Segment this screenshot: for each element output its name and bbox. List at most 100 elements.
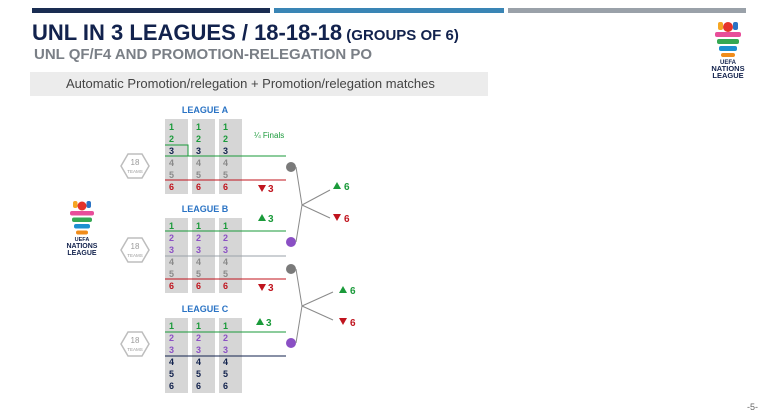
group-column [165,318,188,393]
logo-text-uefa: UEFA [75,237,90,243]
playoff-node-dot [286,338,296,348]
team-count-label: TEAMS [127,253,143,258]
rank-number: 6 [169,281,174,291]
promotion-count: 3 [266,318,272,329]
promotion-arrow-icon [256,318,264,325]
rank-number: 5 [223,269,228,279]
group-column [192,318,215,393]
rank-number: 4 [223,357,228,367]
logo-text-nations: NATIONS [67,243,98,250]
quarter-final-bracket [165,144,189,156]
logo-text-uefa: UEFA [720,60,737,66]
team-count-label: TEAMS [127,347,143,352]
rank-number: 5 [196,369,201,379]
info-banner-text: Automatic Promotion/relegation + Promoti… [66,76,435,91]
rank-number: 2 [169,333,174,343]
rank-number: 6 [169,182,174,192]
rank-number: 2 [196,233,201,243]
playoff-node-dot [286,237,296,247]
rank-number: 1 [223,221,228,231]
quarter-finals-label: ¼ Finals [254,131,284,140]
rank-number: 6 [223,381,228,391]
rank-number: 6 [223,182,228,192]
logo-text-league: LEAGUE [712,71,743,80]
rank-number: 5 [169,170,174,180]
rank-number: 4 [223,257,228,267]
rank-number: 5 [196,170,201,180]
playoff-promotion-count: 6 [344,182,350,193]
rank-number: 3 [169,345,174,355]
relegation-count: 3 [268,184,274,195]
rank-number: 2 [169,233,174,243]
rank-number: 4 [223,158,228,168]
rank-number: 4 [196,357,201,367]
rank-number: 3 [196,245,201,255]
rank-number: 1 [223,321,228,331]
promotion-arrow-icon [258,214,266,221]
nations-league-logo: UEFA NATIONS LEAGUE [711,22,745,80]
rank-number: 5 [223,170,228,180]
rank-number: 2 [223,333,228,343]
rank-number: 1 [196,221,201,231]
rank-number: 5 [169,269,174,279]
rank-number: 3 [223,345,228,355]
top-bar-blue [274,8,504,13]
group-column [192,218,215,293]
nations-league-logo-left: UEFA NATIONS LEAGUE [67,201,98,256]
group-column [219,218,242,293]
team-count-badge [120,237,150,263]
top-bar-grey [508,8,746,13]
group-column [165,218,188,293]
playoff-node-dot [286,162,296,172]
page-title-main: UNL IN 3 LEAGUES / 18-18-18 [32,20,343,45]
team-count-badge [120,331,150,357]
rank-number: 1 [169,221,174,231]
group-column [165,119,188,194]
rank-number: 4 [169,357,174,367]
relegation-arrow-icon [258,185,266,192]
rank-number: 1 [223,122,228,132]
top-bar-navy [32,8,270,13]
league-title: LEAGUE B [182,204,229,214]
rank-number: 2 [169,134,174,144]
rank-number: 3 [196,345,201,355]
rank-number: 3 [223,146,228,156]
rank-number: 6 [169,381,174,391]
team-count-label: TEAMS [127,169,143,174]
rank-number: 5 [196,269,201,279]
logo-text-nations: NATIONS [711,64,744,73]
rank-number: 2 [223,233,228,243]
logo-text-league: LEAGUE [67,250,97,256]
team-count-number: 18 [131,242,140,251]
rank-number: 6 [196,381,201,391]
relegation-arrow-icon [339,318,347,325]
page-subtitle: UNL QF/F4 AND PROMOTION-RELEGATION PO [34,46,373,63]
rank-number: 3 [169,245,174,255]
rank-number: 1 [169,321,174,331]
info-banner: Automatic Promotion/relegation + Promoti… [30,72,488,96]
rank-number: 3 [196,146,201,156]
team-count-badge [120,153,150,179]
rank-number: 3 [223,245,228,255]
playoff-connector [295,166,303,243]
rank-number: 2 [196,333,201,343]
logo-mark-icon [715,22,741,57]
promotion-arrow-icon [333,182,341,189]
playoff-arrow-line [301,305,334,321]
rank-number: 6 [196,281,201,291]
league-title: LEAGUE C [182,304,229,314]
rank-number: 6 [223,281,228,291]
relegation-arrow-icon [333,214,341,221]
promotion-arrow-icon [339,286,347,293]
promotion-count: 3 [268,214,274,225]
rank-number: 4 [196,257,201,267]
team-count-number: 18 [131,336,140,345]
playoff-promotion-count: 6 [350,286,356,297]
playoff-arrow-line [301,204,331,219]
page-title: UNL IN 3 LEAGUES / 18-18-18 (GROUPS OF 6… [32,20,459,46]
rank-number: 6 [196,182,201,192]
team-count-number: 18 [131,158,140,167]
rank-number: 4 [196,158,201,168]
rank-number: 2 [223,134,228,144]
playoff-relegation-count: 6 [344,214,350,225]
